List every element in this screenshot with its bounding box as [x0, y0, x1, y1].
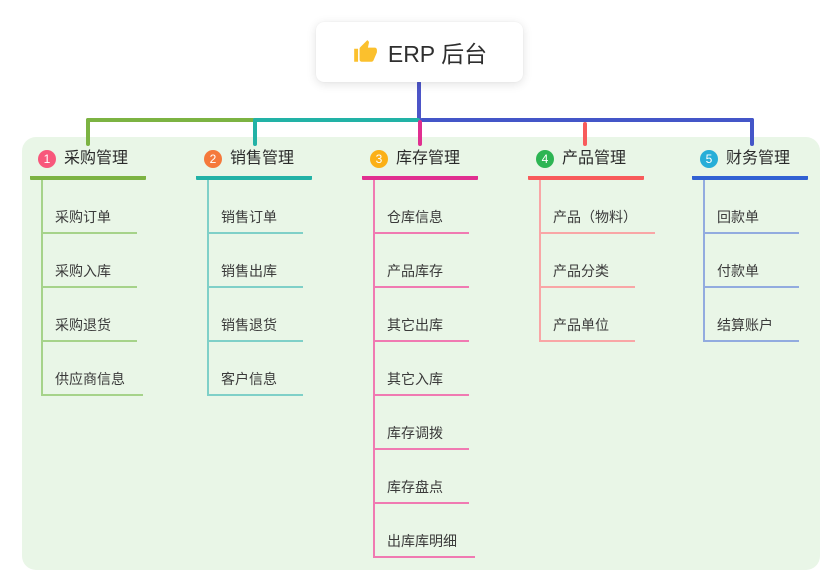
child-node[interactable]: 仓库信息 [373, 180, 469, 234]
child-node[interactable]: 其它入库 [373, 342, 469, 396]
child-node[interactable]: 产品库存 [373, 234, 469, 288]
child-node[interactable]: 采购订单 [41, 180, 137, 234]
child-node[interactable]: 供应商信息 [41, 342, 143, 396]
child-node[interactable]: 库存调拨 [373, 396, 469, 450]
branch-title[interactable]: 4 产品管理 [528, 148, 644, 180]
branch-children: 采购订单采购入库采购退货供应商信息 [41, 180, 146, 396]
branch-title[interactable]: 3 库存管理 [362, 148, 478, 180]
branch-children-connector [41, 180, 43, 396]
branch-label: 产品管理 [562, 150, 627, 167]
child-node[interactable]: 采购退货 [41, 288, 137, 342]
child-node[interactable]: 结算账户 [703, 288, 799, 342]
child-node[interactable]: 库存盘点 [373, 450, 469, 504]
connector-drop-branch5 [750, 118, 754, 146]
root-node[interactable]: ERP 后台 [316, 22, 523, 82]
child-node[interactable]: 销售出库 [207, 234, 303, 288]
branch-title[interactable]: 2 销售管理 [196, 148, 312, 180]
branch-number-badge: 2 [204, 150, 222, 168]
connector-bus-right [420, 118, 754, 122]
branch-label: 销售管理 [230, 150, 295, 167]
branch-children: 回款单付款单结算账户 [703, 180, 808, 342]
connector-drop-branch1 [86, 118, 90, 146]
branch-5: 5 财务管理回款单付款单结算账户 [692, 148, 808, 342]
branch-children-connector [373, 180, 375, 558]
branch-3: 3 库存管理仓库信息产品库存其它出库其它入库库存调拨库存盘点出库库明细 [362, 148, 478, 558]
connector-drop-branch4 [583, 122, 587, 146]
connector-bus-mid [253, 118, 420, 122]
connector-root-stem [417, 81, 421, 120]
branch-title[interactable]: 5 财务管理 [692, 148, 808, 180]
branch-children: 仓库信息产品库存其它出库其它入库库存调拨库存盘点出库库明细 [373, 180, 478, 558]
thumbs-up-icon [352, 39, 378, 65]
branch-4: 4 产品管理产品（物料）产品分类产品单位 [528, 148, 655, 342]
branch-number-badge: 5 [700, 150, 718, 168]
branch-label: 库存管理 [396, 150, 461, 167]
branch-number-badge: 1 [38, 150, 56, 168]
branch-number-badge: 4 [536, 150, 554, 168]
root-title: ERP 后台 [387, 41, 488, 67]
connector-drop-branch2 [253, 118, 257, 146]
child-node[interactable]: 付款单 [703, 234, 799, 288]
branch-children: 销售订单销售出库销售退货客户信息 [207, 180, 312, 396]
connector-bus-left [86, 118, 255, 122]
branch-title[interactable]: 1 采购管理 [30, 148, 146, 180]
child-node[interactable]: 产品分类 [539, 234, 635, 288]
branch-2: 2 销售管理销售订单销售出库销售退货客户信息 [196, 148, 312, 396]
connector-drop-branch3 [418, 120, 422, 146]
child-node[interactable]: 产品单位 [539, 288, 635, 342]
child-node[interactable]: 销售订单 [207, 180, 303, 234]
child-node[interactable]: 产品（物料） [539, 180, 655, 234]
child-node[interactable]: 出库库明细 [373, 504, 475, 558]
branch-children-connector [703, 180, 705, 342]
branch-children-connector [539, 180, 541, 342]
child-node[interactable]: 采购入库 [41, 234, 137, 288]
child-node[interactable]: 其它出库 [373, 288, 469, 342]
branch-1: 1 采购管理采购订单采购入库采购退货供应商信息 [30, 148, 146, 396]
branch-label: 采购管理 [64, 150, 129, 167]
branch-label: 财务管理 [726, 150, 791, 167]
child-node[interactable]: 客户信息 [207, 342, 303, 396]
branch-children: 产品（物料）产品分类产品单位 [539, 180, 655, 342]
branch-children-connector [207, 180, 209, 396]
branch-number-badge: 3 [370, 150, 388, 168]
branches-panel [22, 137, 820, 570]
child-node[interactable]: 回款单 [703, 180, 799, 234]
child-node[interactable]: 销售退货 [207, 288, 303, 342]
